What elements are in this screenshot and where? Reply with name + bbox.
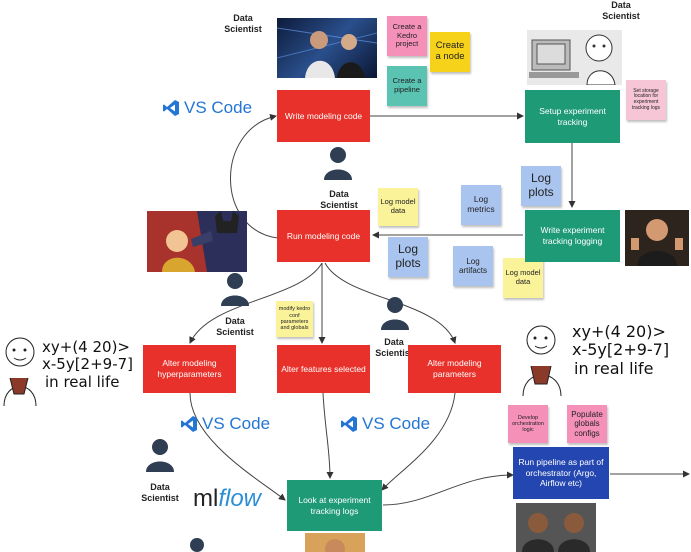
box-run-modeling-code: Run modeling code	[277, 210, 370, 262]
person-label: Data Scientist	[320, 189, 358, 210]
sticky-create-node: Create a node	[430, 32, 470, 72]
sticky-log-plots-2: Log plots	[388, 237, 428, 277]
box-alter-modeling-parameters: Alter modeling parameters	[408, 345, 501, 393]
batman-slap-drawing	[147, 211, 247, 272]
vscode-logo: VS Code	[340, 414, 430, 434]
mlflow-logo-ml: ml	[193, 485, 219, 512]
sticky-populate-globals: Populate globals configs	[567, 405, 607, 443]
vscode-label: VS Code	[362, 414, 431, 433]
reaction-photo-bottom	[305, 533, 365, 552]
meme-text-line2: x-5y[2+9-7]	[42, 355, 134, 373]
sticky-set-storage: Set storage location for experiment trac…	[626, 80, 666, 120]
vscode-icon	[341, 416, 357, 432]
comic-computer-drawing	[529, 34, 616, 85]
batman-slap-image	[147, 211, 247, 272]
thumbs-up-drawing	[625, 210, 689, 266]
sticky-develop-orchestration: Develop orchestration logic	[508, 405, 548, 443]
box-run-pipeline-orchestrator: Run pipeline as part of orchestrator (Ar…	[513, 447, 609, 499]
sticky-create-kedro-project: Create a Kedro project	[387, 16, 427, 56]
sticky-create-pipeline: Create a pipeline	[387, 66, 427, 106]
person-icon	[190, 538, 204, 552]
person-icon	[221, 273, 249, 306]
mlflow-logo: mlflow	[193, 487, 261, 511]
meme-real-life-right: xy+(4 20)> x-5y[2+9-7] in real life	[517, 320, 689, 396]
box-alter-modeling-hyperparameters: Alter modeling hyperparameters	[143, 345, 236, 393]
reaction-photo-bottom-drawing	[325, 539, 345, 552]
vscode-label: VS Code	[184, 98, 253, 117]
person-label: Data Scientist	[375, 337, 413, 358]
sticky-log-model-data-2: Log model data	[503, 258, 543, 298]
vscode-icon	[163, 100, 179, 116]
person-label: Data Scientist	[224, 13, 262, 34]
box-alter-features-selected: Alter features selected	[277, 345, 370, 393]
box-look-at-experiment-tracking-logs: Look at experiment tracking logs	[287, 480, 382, 531]
vscode-logo: VS Code	[162, 98, 252, 118]
sticky-log-artifacts: Log artifacts	[453, 246, 493, 286]
meme-text-line3: in real life	[45, 373, 120, 391]
box-write-modeling-code: Write modeling code	[277, 90, 370, 142]
thumbs-up-image	[625, 210, 689, 266]
meme-real-life-left: xy+(4 20)> x-5y[2+9-7] in real life	[0, 330, 135, 406]
person-icon	[146, 439, 174, 472]
meme-stickman-right	[522, 325, 562, 396]
meme-text-line2: x-5y[2+9-7]	[572, 340, 670, 359]
person-icon	[324, 147, 352, 180]
vscode-icon	[181, 416, 197, 432]
person-label: Data Scientist	[141, 482, 179, 503]
reaction-photo-bottom-right-drawing	[516, 503, 596, 552]
mlflow-logo-flow: flow	[218, 485, 262, 512]
scientists-photo-figures	[277, 27, 377, 78]
comic-computer-image	[527, 30, 622, 85]
vscode-logo: VS Code	[180, 414, 270, 434]
person-label: Data Scientist	[216, 316, 254, 337]
meme-stickman-left	[3, 337, 37, 406]
sticky-log-metrics: Log metrics	[461, 185, 501, 225]
sticky-modify-kedro-conf: modify kedro conf parameters and globals	[276, 301, 313, 337]
meme-text-line1: xy+(4 20)>	[572, 322, 666, 341]
sticky-log-model-data-1: Log model data	[378, 188, 418, 226]
reaction-photo-bottom-right	[516, 503, 596, 552]
box-write-experiment-tracking-logging: Write experiment tracking logging	[525, 210, 620, 262]
person-label-top-right: Data Scientist	[602, 0, 640, 21]
box-setup-experiment-tracking: Setup experiment tracking	[525, 90, 620, 143]
person-icon	[381, 297, 409, 330]
sticky-log-plots-1: Log plots	[521, 166, 561, 206]
scientists-photo	[277, 18, 377, 78]
meme-text-line3: in real life	[574, 359, 654, 378]
vscode-label: VS Code	[202, 414, 271, 433]
meme-text-line1: xy+(4 20)>	[42, 338, 130, 356]
